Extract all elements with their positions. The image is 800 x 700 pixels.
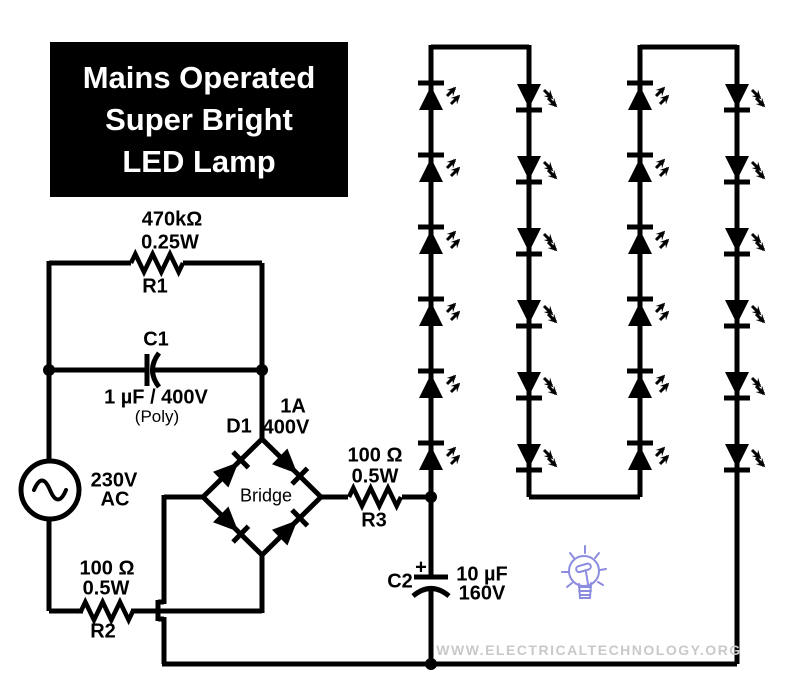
c1-name-label: C1 bbox=[143, 328, 169, 351]
r1-value-label: 470kΩ bbox=[141, 208, 203, 231]
led-symbol bbox=[516, 84, 558, 113]
c2-name-label: C2 bbox=[387, 570, 413, 593]
led-symbol bbox=[516, 156, 558, 185]
wires bbox=[46, 44, 740, 667]
led-symbol bbox=[627, 152, 670, 182]
c1-dielectric-label: (Poly) bbox=[134, 407, 180, 426]
bridge-label: Bridge bbox=[239, 485, 293, 506]
watermark-text: WWW.ELECTRICALTECHNOLOGY.ORG bbox=[436, 642, 742, 658]
r1-power-label: 0.25W bbox=[141, 231, 199, 254]
title-block: Mains Operated Super Bright LED Lamp bbox=[50, 42, 348, 197]
title-line-1: Mains Operated bbox=[82, 59, 316, 95]
led-symbol bbox=[627, 80, 670, 110]
led-symbol bbox=[724, 84, 766, 113]
led-symbol bbox=[418, 440, 461, 470]
title-line-3: LED Lamp bbox=[122, 143, 276, 179]
led-symbol bbox=[418, 152, 461, 182]
led-symbol bbox=[724, 228, 766, 257]
led-symbol bbox=[418, 80, 461, 110]
led-symbol bbox=[418, 296, 461, 326]
c2-polarity-mark: + bbox=[415, 556, 427, 579]
ac-voltage-label: 230V bbox=[90, 469, 138, 492]
led-symbol bbox=[724, 300, 766, 329]
led-symbol bbox=[627, 224, 670, 254]
led-symbol bbox=[516, 372, 558, 401]
led-symbol bbox=[724, 444, 766, 473]
led-symbol bbox=[627, 368, 670, 398]
led-symbol bbox=[724, 372, 766, 401]
led-symbol bbox=[627, 296, 670, 326]
led-symbol bbox=[516, 300, 558, 329]
capacitor-c2-symbol bbox=[411, 574, 451, 598]
led-symbol bbox=[418, 224, 461, 254]
led-symbol bbox=[627, 440, 670, 470]
resistor-r2-symbol bbox=[78, 596, 135, 626]
led-symbol bbox=[418, 368, 461, 398]
r3-power-label: 0.5W bbox=[351, 465, 399, 488]
bridge-voltage-label: 400V bbox=[262, 416, 310, 439]
led-symbol bbox=[516, 444, 558, 473]
r2-name-label: R2 bbox=[90, 620, 116, 643]
c1-value-label: 1 µF / 400V bbox=[104, 386, 208, 409]
led-symbol bbox=[724, 156, 766, 185]
ac-type-label: AC bbox=[100, 488, 130, 511]
r3-name-label: R3 bbox=[361, 509, 387, 532]
c2-voltage-label: 160V bbox=[458, 582, 506, 605]
r2-value-label: 100 Ω bbox=[79, 557, 135, 580]
r2-power-label: 0.5W bbox=[82, 577, 130, 600]
junction-dots bbox=[43, 364, 437, 670]
resistor-r3-symbol bbox=[346, 482, 403, 512]
c2-value-label: 10 µF bbox=[456, 563, 508, 586]
ac-source-symbol bbox=[18, 458, 82, 522]
title-line-2: Super Bright bbox=[105, 101, 293, 137]
r1-name-label: R1 bbox=[142, 275, 168, 298]
bridge-rectifier-symbol bbox=[201, 437, 323, 557]
led-symbol bbox=[516, 228, 558, 257]
light-bulb-icon bbox=[561, 545, 607, 599]
bridge-name-label: D1 bbox=[226, 415, 252, 438]
r3-value-label: 100 Ω bbox=[347, 444, 403, 467]
bridge-current-label: 1A bbox=[280, 395, 306, 418]
resistor-r1-symbol bbox=[128, 248, 185, 278]
led-array bbox=[418, 80, 766, 473]
capacitor-c1-symbol bbox=[144, 351, 162, 389]
